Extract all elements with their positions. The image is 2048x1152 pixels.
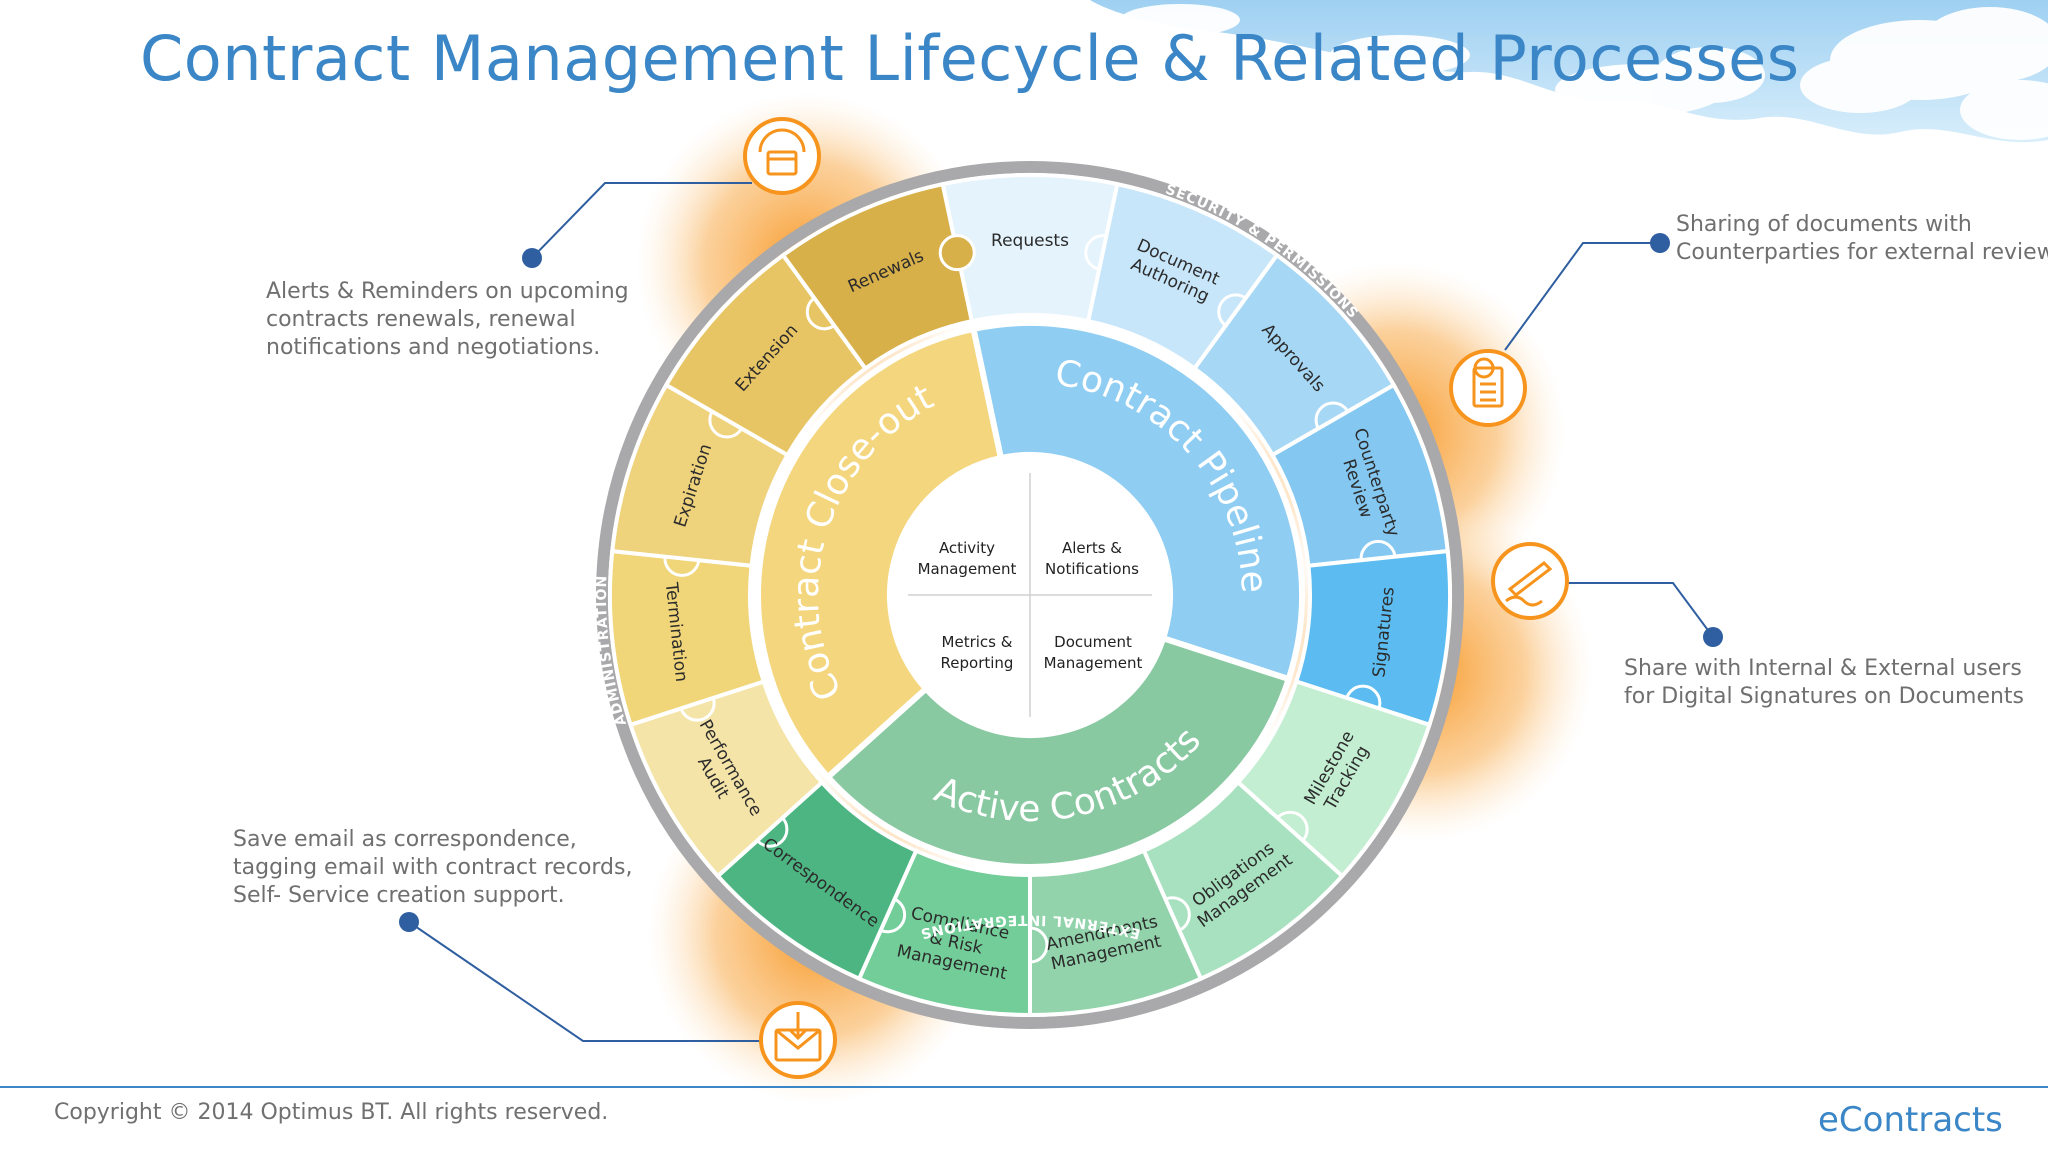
callout-signatures-line: Share with Internal & External users bbox=[1624, 656, 2022, 681]
page-title: Contract Management Lifecycle & Related … bbox=[140, 22, 1800, 95]
connector-sharing bbox=[1504, 242, 1660, 351]
callout-signatures: Share with Internal & External users for… bbox=[1624, 655, 2024, 711]
stage-active-contracts bbox=[823, 634, 1293, 870]
callout-email-line: tagging email with contract records, bbox=[233, 855, 633, 880]
footer-divider bbox=[0, 1086, 2048, 1088]
connector-email bbox=[408, 921, 760, 1042]
connector-email-dot bbox=[399, 912, 419, 932]
segment-label-line: Requests bbox=[991, 231, 1069, 251]
center-label-alerts-notifications: Alerts & Notifications bbox=[1045, 539, 1139, 578]
callout-email-line: Self- Service creation support. bbox=[233, 883, 565, 908]
center-label-line: Metrics & bbox=[942, 633, 1013, 651]
stage-contract-closeout bbox=[755, 325, 1005, 782]
center-label-line: Document bbox=[1054, 633, 1132, 651]
outer-ring bbox=[596, 161, 1464, 1029]
segment-label-requests: Requests bbox=[991, 231, 1069, 251]
center-label-metrics-reporting: Metrics & Reporting bbox=[941, 633, 1014, 672]
segment-renewals bbox=[780, 181, 975, 372]
callout-sharing-line: Sharing of documents with bbox=[1676, 212, 1972, 237]
callout-sharing-line: Counterparties for external review bbox=[1676, 240, 2048, 265]
connector-alerts bbox=[531, 182, 752, 259]
callout-alerts-line: Alerts & Reminders on upcoming bbox=[266, 279, 629, 304]
icon-ring bbox=[1491, 542, 1569, 620]
copyright-text: Copyright © 2014 Optimus BT. All rights … bbox=[54, 1100, 609, 1125]
document-search-icon bbox=[1449, 349, 1527, 427]
callout-connectors bbox=[399, 182, 1723, 1042]
brand-logo: eContracts bbox=[1818, 1100, 2003, 1140]
email-download-icon bbox=[759, 1001, 837, 1079]
center-label-line: Management bbox=[1044, 654, 1143, 672]
callout-icons bbox=[743, 117, 1569, 1079]
stage-contract-pipeline bbox=[969, 320, 1305, 683]
connector-signatures-dot bbox=[1703, 627, 1723, 647]
calendar-clock-icon bbox=[743, 117, 821, 195]
callout-alerts-line: contracts renewals, renewal bbox=[266, 307, 576, 332]
center-label-line: Reporting bbox=[941, 654, 1014, 672]
center-label-line: Notifications bbox=[1045, 560, 1139, 578]
center-label-line: Management bbox=[918, 560, 1017, 578]
center-label-line: Activity bbox=[939, 539, 995, 557]
outer-segments bbox=[608, 173, 1452, 1018]
connector-sharing-dot bbox=[1650, 233, 1670, 253]
callout-email-line: Save email as correspondence, bbox=[233, 827, 577, 852]
signature-pen-icon bbox=[1491, 542, 1569, 620]
center-label-line: Alerts & bbox=[1062, 539, 1122, 557]
icon-ring bbox=[1449, 349, 1527, 427]
callout-alerts: Alerts & Reminders on upcoming contracts… bbox=[266, 278, 629, 362]
callout-alerts-line: notifications and negotiations. bbox=[266, 335, 601, 360]
callout-sharing: Sharing of documents with Counterparties… bbox=[1676, 211, 2048, 267]
puzzle-knob bbox=[938, 234, 976, 272]
sky-clouds-background bbox=[1090, 0, 2048, 143]
connector-alerts-dot bbox=[522, 248, 542, 268]
connector-signatures bbox=[1568, 582, 1714, 638]
callout-signatures-line: for Digital Signatures on Documents bbox=[1624, 684, 2025, 709]
callout-email: Save email as correspondence, tagging em… bbox=[233, 826, 632, 910]
